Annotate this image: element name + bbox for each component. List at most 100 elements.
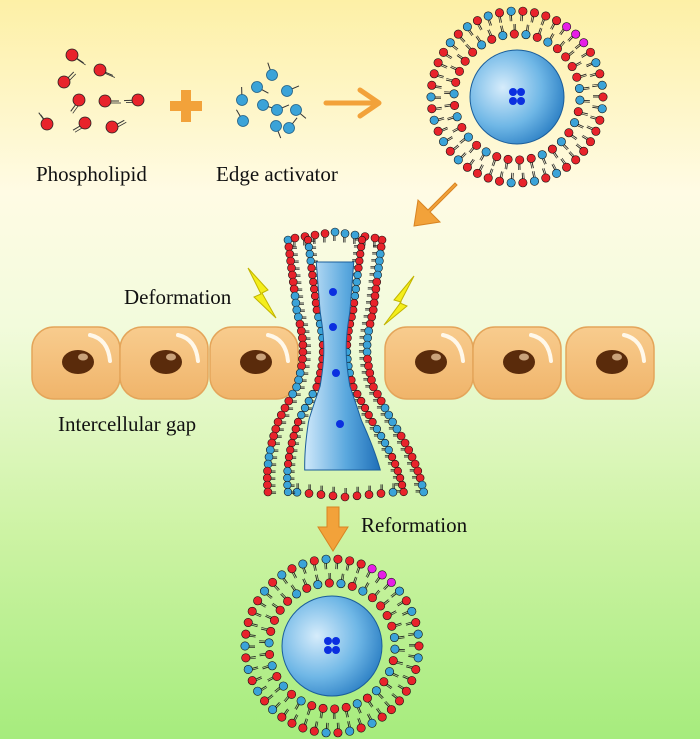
lipid-molecule (356, 717, 366, 733)
lipid-head (304, 242, 313, 252)
lipid-molecule (503, 154, 513, 170)
lipid-head (598, 92, 608, 102)
lipid-head (541, 11, 551, 21)
lipid-molecule (483, 11, 493, 27)
lipid-head (367, 718, 377, 728)
lipid-molecule (439, 47, 453, 60)
lipid-molecule (333, 722, 343, 738)
lipid-molecule (381, 445, 393, 455)
lipid-head (367, 593, 377, 603)
lipid-head (340, 229, 350, 238)
epithelial-cell (209, 326, 299, 400)
lipid-head (286, 445, 295, 455)
lipid-head (333, 728, 343, 738)
lipid-head (439, 137, 449, 147)
lipid-head (384, 410, 394, 420)
lipid-molecule (288, 270, 301, 280)
lipid-head (397, 480, 407, 490)
lipid-molecule (358, 582, 370, 596)
lipid-head (243, 664, 253, 674)
lipid-molecule (439, 136, 454, 147)
lipid-molecule (487, 29, 497, 44)
lipid-head (390, 644, 400, 654)
lipid-head (352, 699, 362, 709)
lipid-head (552, 16, 562, 26)
lipid-head (297, 410, 306, 420)
lipid-molecule (540, 11, 551, 26)
lipid-head (521, 30, 531, 40)
edge-activator-molecule (271, 104, 290, 116)
lipid-head (290, 233, 300, 243)
lipid-head (495, 176, 505, 186)
lipid-molecule (263, 480, 276, 490)
lipid-head (377, 712, 387, 722)
lipid-head (401, 596, 411, 606)
lipid-molecule (263, 466, 276, 476)
lipid-molecule (295, 368, 309, 378)
lipid-head (260, 586, 270, 596)
lipid-molecule (274, 681, 288, 693)
transfersome-vesicle-bottom (240, 554, 424, 738)
edge-activator-label: Edge activator (216, 162, 338, 186)
lipid-head (350, 230, 360, 240)
lipid-molecule (518, 172, 528, 188)
lipid-head (265, 445, 275, 455)
lipid-head (487, 34, 497, 44)
lipid-molecule (287, 438, 300, 448)
lipid-head (483, 11, 493, 21)
lipid-molecule (324, 572, 334, 588)
lipid-head (352, 277, 361, 287)
lipid-head (449, 89, 459, 99)
lipid-molecule (291, 424, 303, 434)
lipid-head (372, 424, 382, 434)
lipid-head (268, 705, 278, 715)
lipid-head (387, 452, 397, 462)
lipid-head (377, 431, 386, 441)
lipid-molecule (276, 410, 290, 420)
lipid-molecule (361, 368, 375, 378)
lipid-molecule (387, 621, 402, 631)
lipid-molecule (581, 134, 595, 147)
deformed-vesicle (262, 227, 428, 502)
lipid-molecule (358, 347, 372, 357)
lipid-head (529, 8, 539, 18)
lipid-head (445, 38, 455, 48)
lipid-molecule (366, 298, 379, 308)
lipid-head (389, 633, 399, 643)
lipid-head (495, 8, 505, 18)
lipid-head (354, 263, 363, 273)
lipid-head (429, 69, 439, 79)
lipid-molecule (298, 333, 311, 343)
lipid-molecule (369, 424, 382, 434)
lipid-head (241, 629, 251, 639)
lipid-molecule (472, 164, 484, 178)
lipid-molecule (330, 704, 340, 720)
lipid-molecule (371, 256, 384, 266)
lipid-head (388, 487, 398, 497)
lipid-molecule (397, 684, 411, 696)
lipid-molecule (396, 596, 411, 607)
lipid-head (453, 155, 463, 165)
lipid-head (463, 132, 473, 142)
lipid-head (278, 681, 288, 691)
lipid-head (419, 487, 428, 497)
lipid-head (387, 621, 397, 631)
lipid-molecule (330, 227, 340, 241)
lipid-molecule (575, 95, 590, 105)
lipid-molecule (387, 459, 400, 469)
lipid-molecule (285, 249, 298, 259)
lipid-molecule (592, 80, 607, 90)
lipid-molecule (353, 242, 366, 252)
lipid-head (295, 368, 305, 378)
lipid-head (311, 298, 320, 308)
epithelial-cell (472, 326, 562, 400)
lipid-molecule (360, 361, 373, 371)
lipid-molecule (370, 233, 380, 247)
lipid-molecule (561, 50, 575, 62)
reformation-label: Reformation (361, 513, 468, 537)
lipid-head (572, 72, 582, 82)
lipid-molecule (310, 230, 320, 244)
right-arrow-icon (323, 87, 382, 119)
lipid-molecule (388, 483, 398, 497)
lipid-head (357, 242, 366, 252)
